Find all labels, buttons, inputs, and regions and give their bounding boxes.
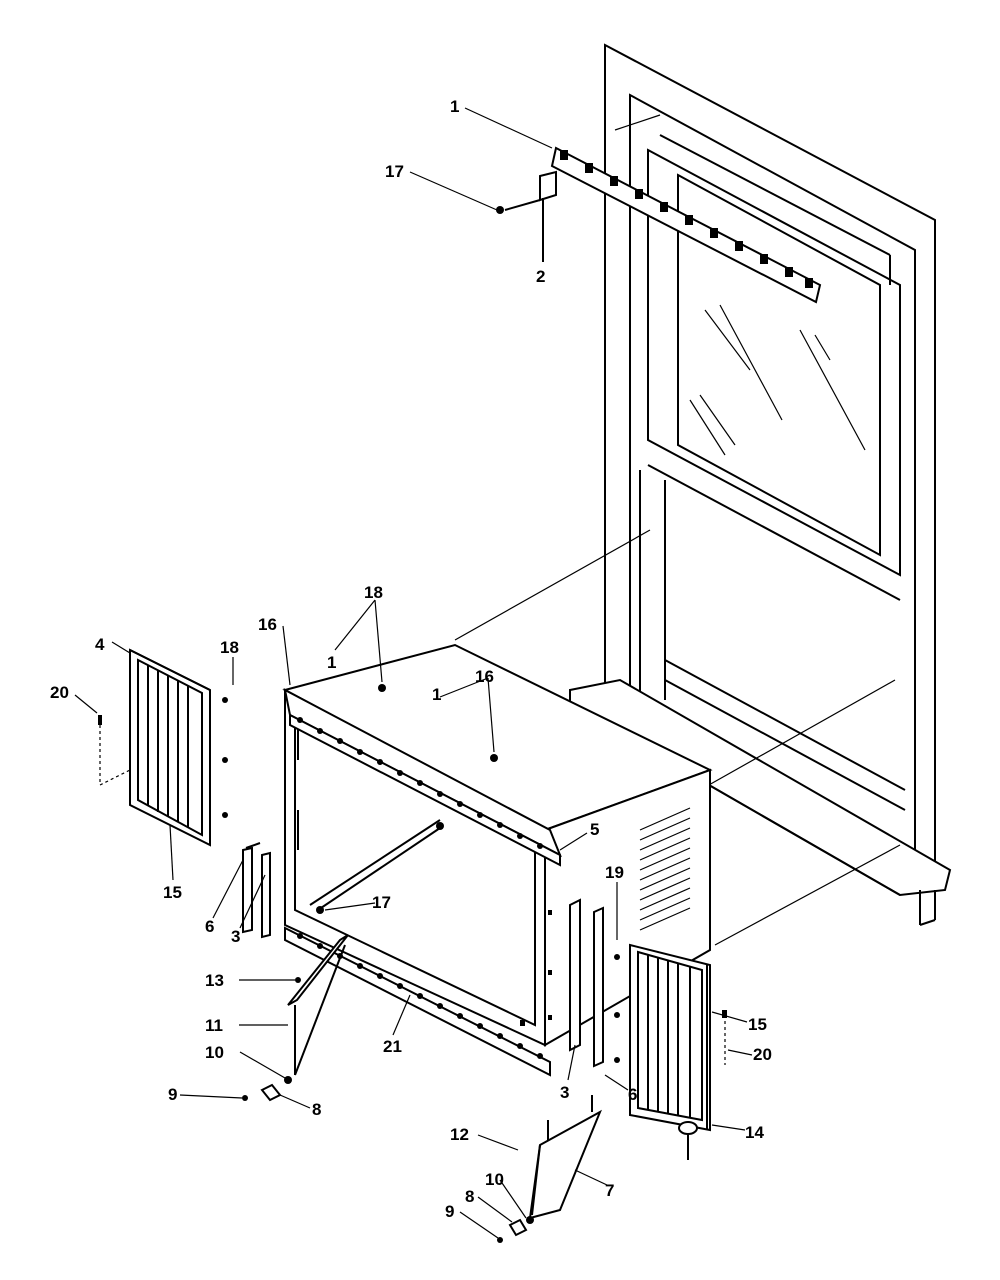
- callout-16-left: 16: [258, 615, 277, 634]
- callout-18-left: 18: [220, 638, 239, 657]
- callout-15-left: 15: [163, 883, 182, 902]
- callout-20-left: 20: [50, 683, 69, 702]
- callout-3-left: 3: [231, 927, 240, 946]
- callout-1-mid-right: 1: [432, 685, 441, 704]
- callout-4: 4: [95, 635, 105, 654]
- callout-3-right: 3: [560, 1083, 569, 1102]
- callout-13: 13: [205, 971, 224, 990]
- window-frame: [569, 43, 952, 926]
- callout-10-left: 10: [205, 1043, 224, 1062]
- callout-12: 12: [450, 1125, 469, 1144]
- leader-lines: [74, 107, 753, 1239]
- callout-6-right: 6: [628, 1085, 637, 1104]
- callout-10-right: 10: [485, 1170, 504, 1189]
- cabinet-sleeve: [282, 643, 713, 1047]
- right-support-bracket: [497, 1095, 602, 1243]
- right-seal-strips: [569, 898, 620, 1068]
- left-side-curtain: [98, 648, 211, 847]
- callout-17-inner: 17: [372, 893, 391, 912]
- callout-8-right: 8: [465, 1187, 474, 1206]
- callout-16-right: 16: [475, 667, 494, 686]
- callout-9-left: 9: [168, 1085, 177, 1104]
- top-rail-part-16: [283, 688, 562, 867]
- callout-11: 11: [205, 1016, 223, 1035]
- top-mounting-channel: [550, 146, 822, 304]
- alignment-lines: [454, 114, 901, 946]
- bracket-part-2: [496, 170, 557, 262]
- right-side-curtain: [629, 943, 727, 1160]
- bottom-rail-part-21: [284, 926, 551, 1077]
- left-seal-strips: [222, 697, 271, 939]
- callout-5: 5: [590, 820, 599, 839]
- callout-17-top: 17: [385, 162, 404, 181]
- callout-14: 14: [745, 1123, 764, 1142]
- callout-1-mid-left: 1: [327, 653, 336, 672]
- callout-7: 7: [605, 1181, 614, 1200]
- callout-21: 21: [383, 1037, 402, 1056]
- callout-2: 2: [536, 267, 545, 286]
- callout-8-left: 8: [312, 1100, 321, 1119]
- callout-9-right: 9: [445, 1202, 454, 1221]
- callout-20-right: 20: [753, 1045, 772, 1064]
- callout-6-left: 6: [205, 917, 214, 936]
- callout-1-top: 1: [450, 97, 459, 116]
- callout-15-right: 15: [748, 1015, 767, 1034]
- callout-18-top: 18: [364, 583, 383, 602]
- callout-19: 19: [605, 863, 624, 882]
- callout-labels: 1 17 2 18 1 16 1 16 4 18 20 5 15 6 3 17 …: [50, 97, 772, 1221]
